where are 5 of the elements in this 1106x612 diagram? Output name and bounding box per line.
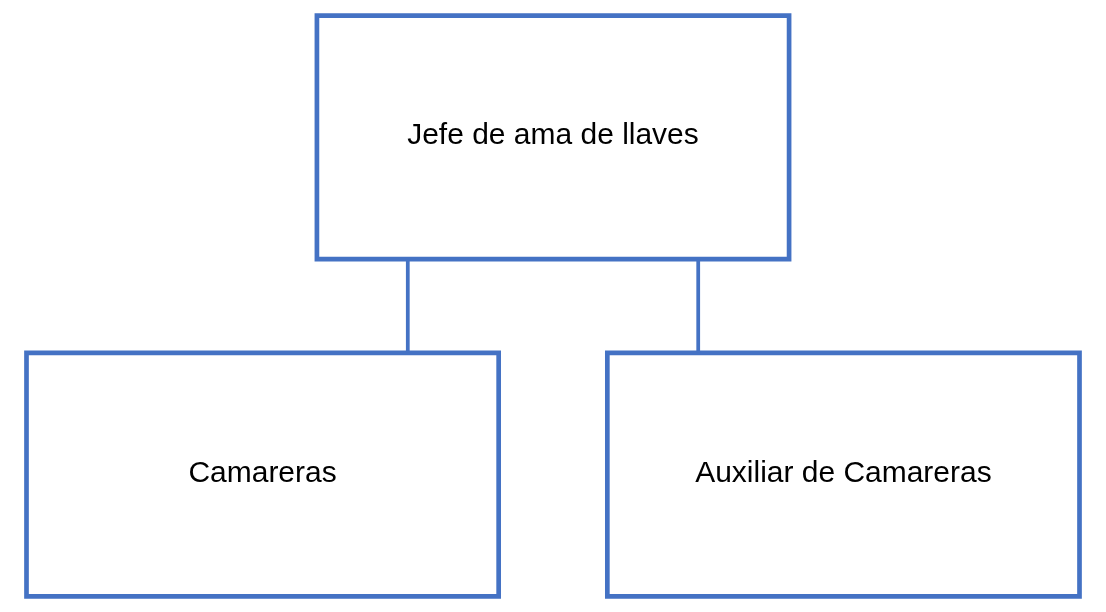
node-box: Camareras [24,350,501,599]
node-box: Auxiliar de Camareras [605,350,1082,599]
node-box: Jefe de ama de llaves [314,13,792,262]
connector [696,259,701,353]
connector [405,259,410,353]
